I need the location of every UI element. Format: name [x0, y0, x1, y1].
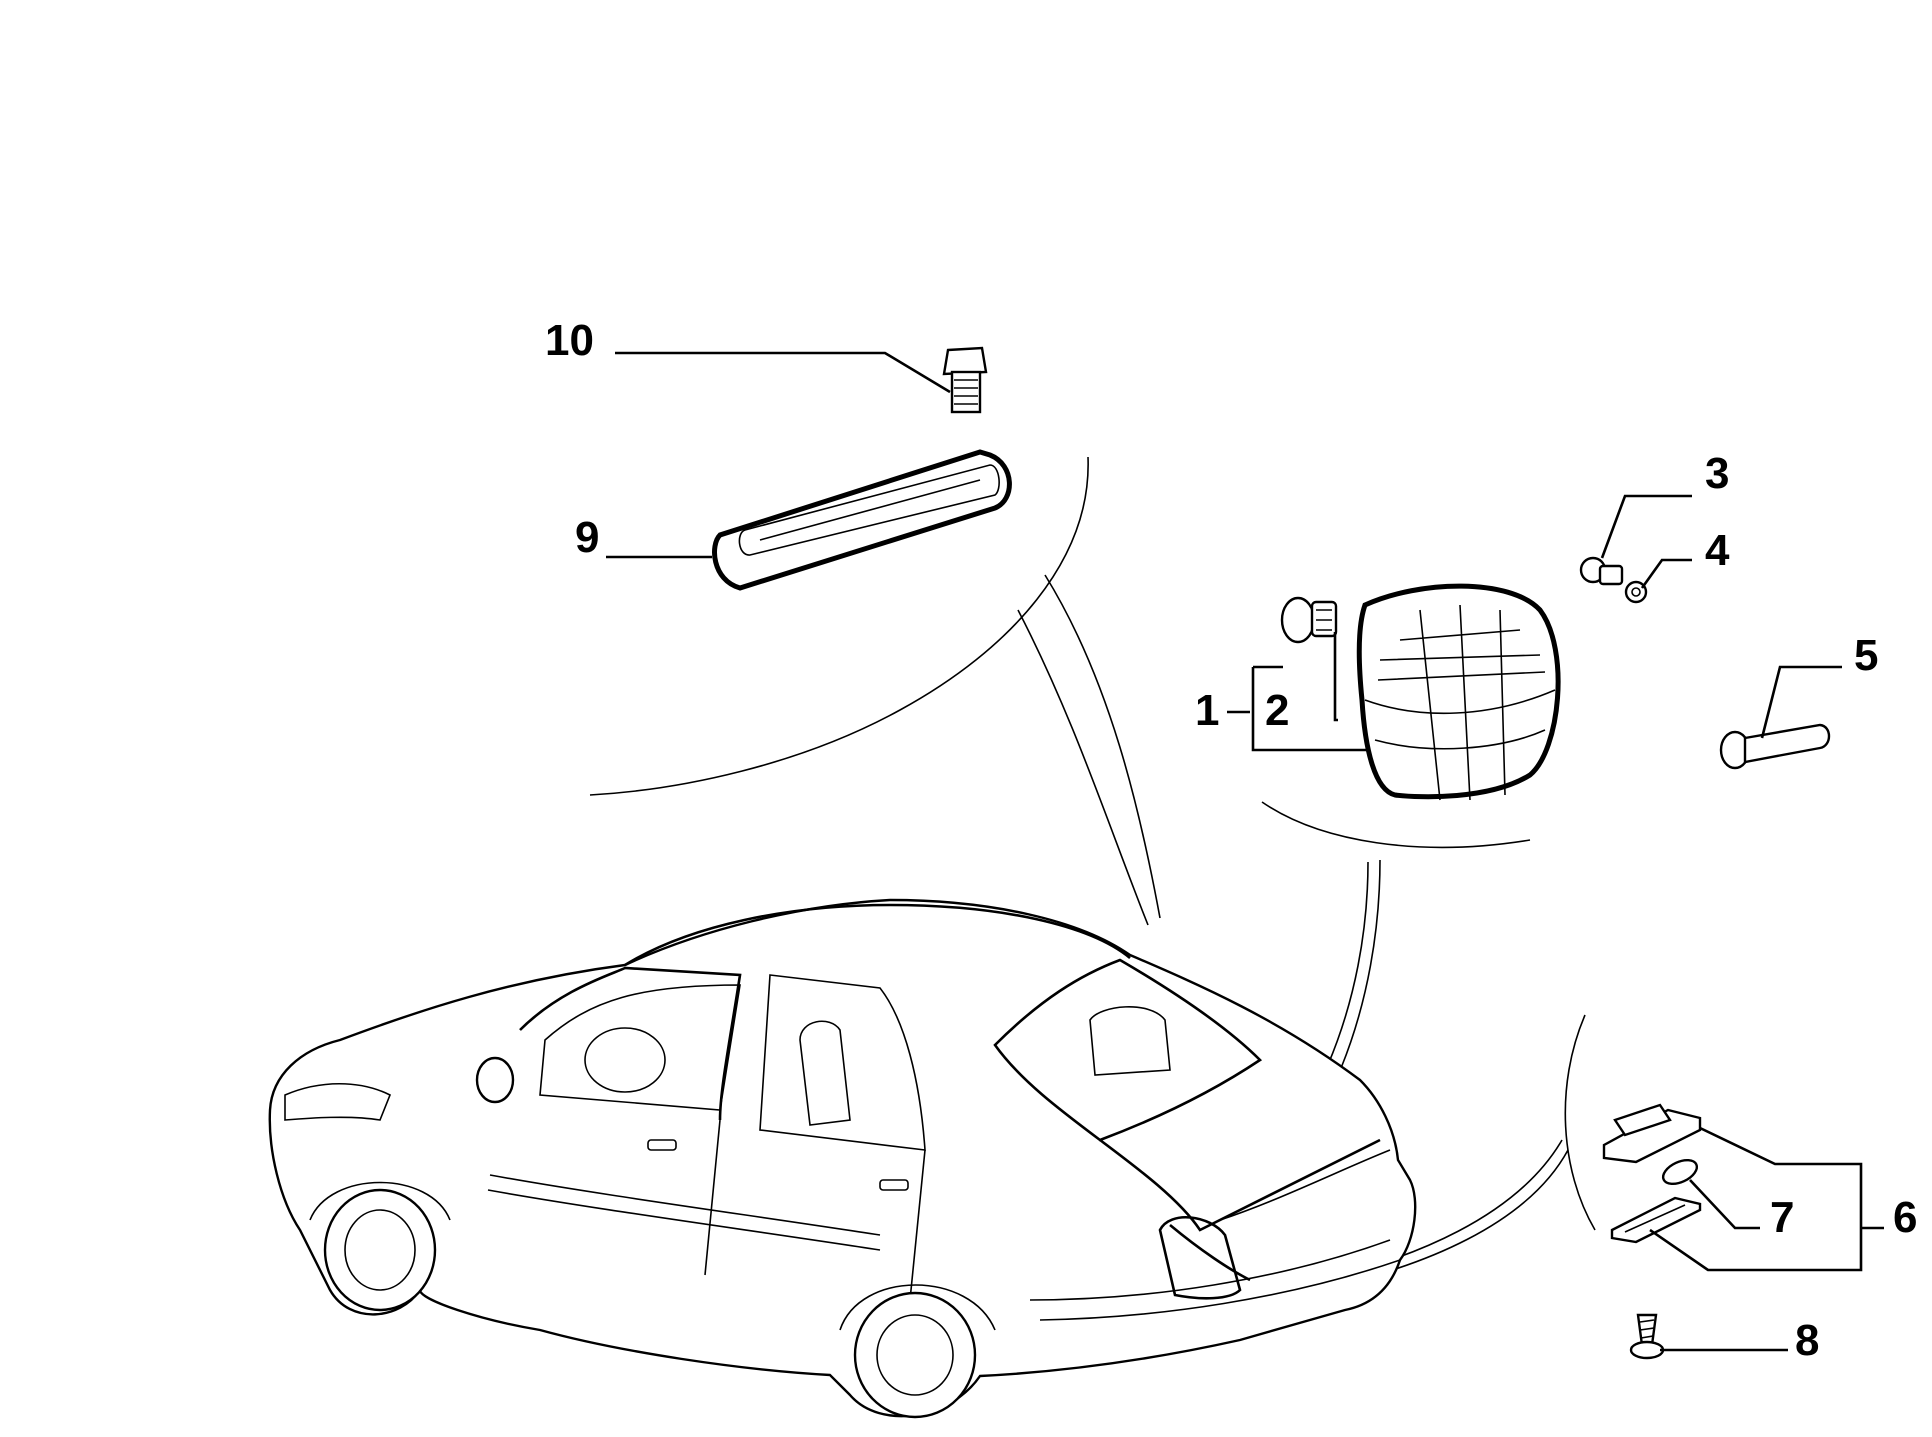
callout-7: 7: [1770, 1193, 1794, 1242]
callout-leaders: [606, 351, 1884, 1352]
callout-1: 1: [1195, 686, 1219, 735]
bulb-part-2: [1280, 596, 1338, 644]
callout-9: 9: [575, 513, 599, 562]
callout-5: 5: [1854, 631, 1878, 680]
callout-10: 10: [545, 316, 594, 365]
callout-6: 6: [1893, 1193, 1917, 1242]
washer-part-4: [1624, 580, 1648, 604]
plate-lamp-part-6: [1602, 1103, 1702, 1244]
pin-part-5: [1719, 723, 1831, 770]
callout-2: 2: [1265, 686, 1289, 735]
screw-part-3: [1579, 556, 1624, 586]
car-illustration: [268, 898, 1417, 1419]
callout-3: 3: [1705, 449, 1729, 498]
bolt-part-10: [942, 346, 988, 414]
third-brake-light-part-9: [712, 449, 1012, 591]
screw-part-8: [1629, 1313, 1665, 1360]
callout-numbers: 10 9 1 2 3 4 5 6 7 8: [545, 316, 1917, 1365]
callout-8: 8: [1795, 1316, 1819, 1365]
zoom-bubbles: [589, 456, 1596, 1231]
tail-lamp-part-1: [1356, 583, 1561, 801]
callout-4: 4: [1705, 526, 1730, 575]
